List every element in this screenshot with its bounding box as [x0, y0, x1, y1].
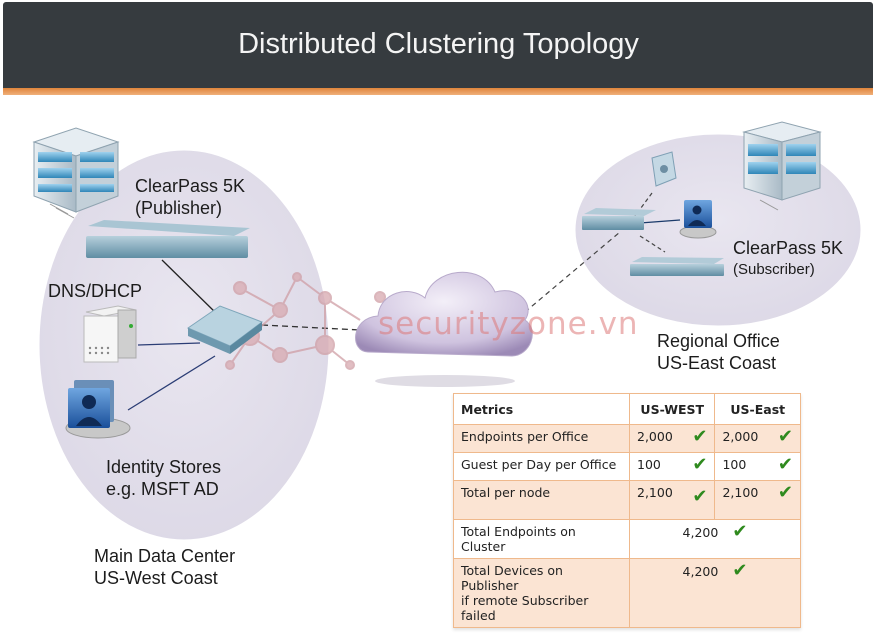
identity-stores-line2: e.g. MSFT AD	[106, 479, 219, 499]
check-icon: ✔	[692, 454, 708, 475]
header-us-east: US-East	[714, 393, 801, 425]
check-icon: ✔	[777, 454, 793, 475]
subscriber-appliance-icon	[630, 257, 724, 276]
link-remote-switch-subscriber	[639, 235, 666, 253]
watermark-text: securityzone.vn	[378, 306, 639, 342]
us-east-value: 100	[722, 457, 747, 472]
total-value: 4,200	[682, 525, 719, 540]
us-east-value: 2,000	[722, 429, 759, 444]
main-site-line2: US-West Coast	[94, 568, 218, 588]
remote-site-label: Regional Office US-East Coast	[657, 330, 780, 374]
main-site-line1: Main Data Center	[94, 546, 236, 566]
us-west-value: 2,100	[637, 485, 673, 500]
remote-identity-store-icon	[679, 200, 717, 239]
remote-building-icon	[742, 121, 822, 211]
check-icon: ✔	[777, 426, 793, 447]
table-row: Guest per Day per Office 100 ✔ 100 ✔	[453, 452, 801, 481]
identity-stores-label: Identity Stores e.g. MSFT AD	[106, 456, 221, 500]
table-row-total: Total Devices on Publisher if remote Sub…	[453, 558, 801, 628]
identity-stores-line1: Identity Stores	[106, 457, 222, 477]
metric-name-line1: Total Devices on Publisher	[461, 563, 563, 593]
server-icon	[83, 305, 137, 363]
dns-dhcp-label: DNS/DHCP	[48, 281, 143, 301]
table-row: Endpoints per Office 2,000 ✔ 2,000 ✔	[453, 424, 801, 453]
remote-switch-icon	[582, 208, 656, 230]
remote-site-line2: US-East Coast	[657, 353, 777, 373]
header-metrics: Metrics	[453, 393, 630, 425]
table-row: Total per node 2,100 ✔ 2,100 ✔	[453, 480, 801, 520]
link-cloud-remote	[524, 231, 621, 313]
us-west-value: 2,000	[637, 429, 673, 444]
total-value: 4,200	[682, 564, 719, 579]
publisher-label-name: ClearPass 5K	[135, 176, 246, 196]
page-title: Distributed Clustering Topology	[238, 28, 639, 60]
publisher-label: ClearPass 5K (Publisher)	[135, 175, 245, 219]
publisher-label-role: (Publisher)	[135, 198, 223, 218]
access-point-icon	[651, 151, 677, 187]
subscriber-label-name: ClearPass 5K	[733, 238, 844, 258]
subscriber-label-role: (Subscriber)	[733, 261, 815, 278]
link-identity-switch	[127, 355, 216, 411]
table-row-total: Total Endpoints on Cluster 4,200 ✔	[453, 519, 801, 559]
switch-icon	[186, 305, 264, 354]
metric-name: Guest per Day per Office	[453, 452, 630, 481]
header-us-west: US-WEST	[628, 393, 716, 425]
metric-name: Total Devices on Publisher if remote Sub…	[453, 558, 630, 628]
us-east-value: 2,100	[722, 485, 759, 500]
title-bar	[3, 2, 873, 88]
check-icon: ✔	[692, 486, 708, 507]
cloud-shadow	[375, 375, 515, 387]
title-accent-stripe	[3, 88, 873, 95]
link-dns-switch	[137, 342, 201, 346]
link-switch-cloud	[261, 324, 361, 331]
link-remote-switch-identity	[639, 219, 681, 224]
main-site-label: Main Data Center US-West Coast	[94, 545, 235, 589]
subscriber-label: ClearPass 5K (Subscriber)	[733, 237, 843, 281]
check-icon: ✔	[777, 482, 793, 503]
building-icon	[32, 127, 120, 219]
us-west-value: 100	[637, 457, 661, 472]
check-icon: ✔	[732, 560, 748, 581]
metric-name: Total Endpoints on Cluster	[453, 519, 630, 559]
link-publisher-switch	[161, 259, 219, 316]
metric-name: Endpoints per Office	[453, 424, 630, 453]
check-icon: ✔	[732, 521, 748, 542]
check-icon: ✔	[692, 426, 708, 447]
metric-name: Total per node	[453, 480, 630, 520]
identity-store-icon	[65, 380, 131, 439]
remote-site-line1: Regional Office	[657, 331, 780, 351]
metric-name-line2: if remote Subscriber failed	[461, 593, 589, 623]
table-header-row: Metrics US-WEST US-East	[453, 393, 801, 425]
metrics-table: Metrics US-WEST US-East Endpoints per Of…	[453, 393, 801, 628]
publisher-appliance-icon	[86, 220, 250, 258]
cloud-icon	[355, 271, 533, 357]
